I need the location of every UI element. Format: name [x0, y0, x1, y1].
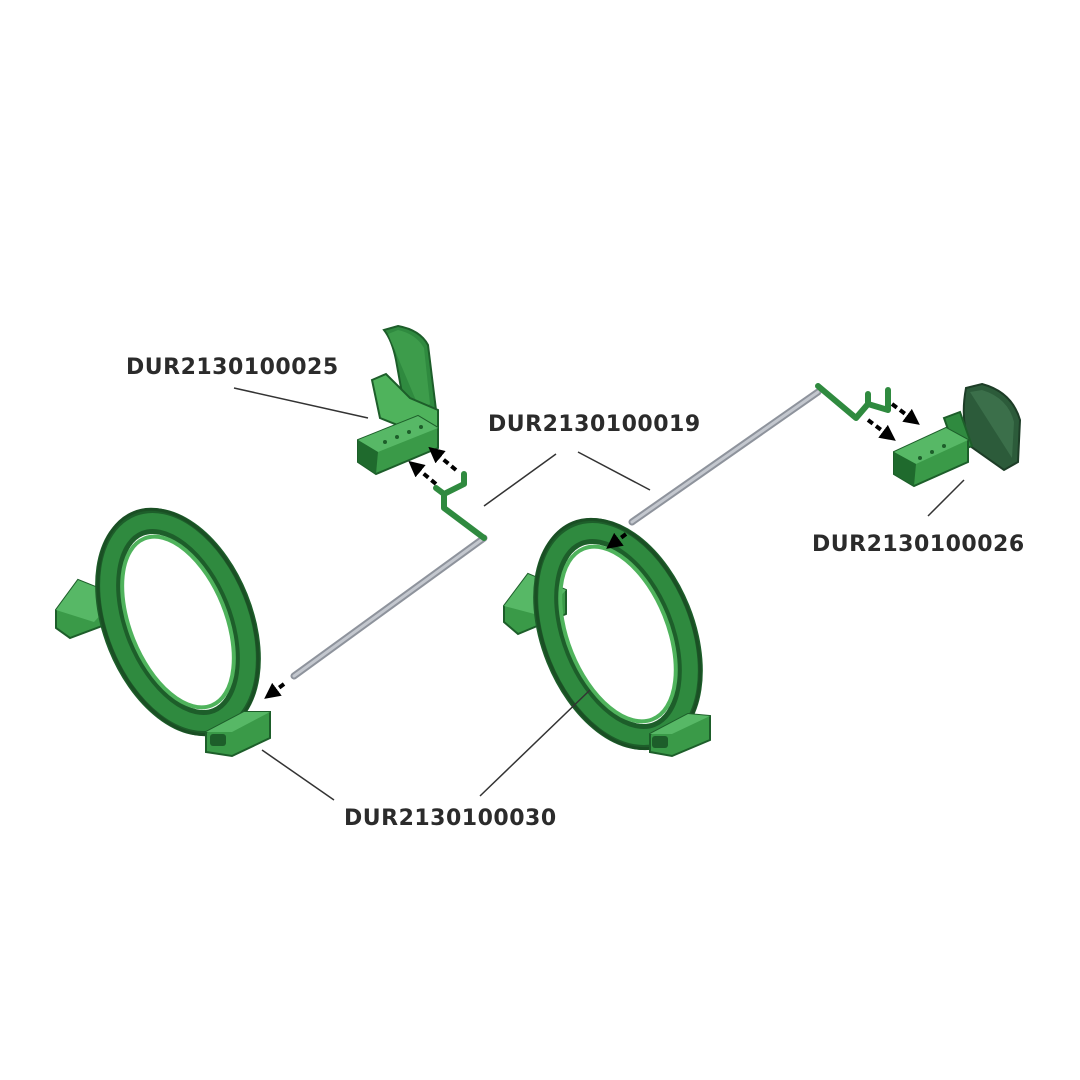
- arrow-rod-to-block-right-a: [866, 418, 896, 441]
- arrow-rod-to-block-left-a: [408, 460, 438, 486]
- bite-block-right: [893, 382, 1022, 488]
- assembly-arrows: [264, 402, 920, 699]
- leader-030-left: [261, 749, 335, 801]
- leader-019-left: [483, 453, 557, 507]
- aiming-ring-left: [55, 507, 271, 758]
- arrow-rod-to-ring-left: [264, 682, 286, 699]
- indicator-rod-left: [290, 471, 488, 680]
- arrow-rod-to-block-left-b: [428, 446, 458, 472]
- leader-lines: [233, 387, 965, 801]
- leader-026: [927, 479, 965, 517]
- part-label-030: DUR2130100030: [344, 806, 557, 831]
- bite-block-left: [357, 324, 439, 476]
- leader-030-right: [479, 689, 591, 797]
- leader-019-right: [577, 451, 651, 491]
- part-label-025: DUR2130100025: [126, 355, 339, 380]
- part-label-026: DUR2130100026: [812, 532, 1025, 557]
- leader-025: [233, 387, 369, 419]
- arrow-rod-to-ring-right: [606, 532, 628, 549]
- part-label-019: DUR2130100019: [488, 412, 701, 437]
- aiming-ring-right: [503, 517, 711, 758]
- arrow-rod-to-block-right-b: [890, 402, 920, 425]
- indicator-rod-right: [628, 383, 891, 526]
